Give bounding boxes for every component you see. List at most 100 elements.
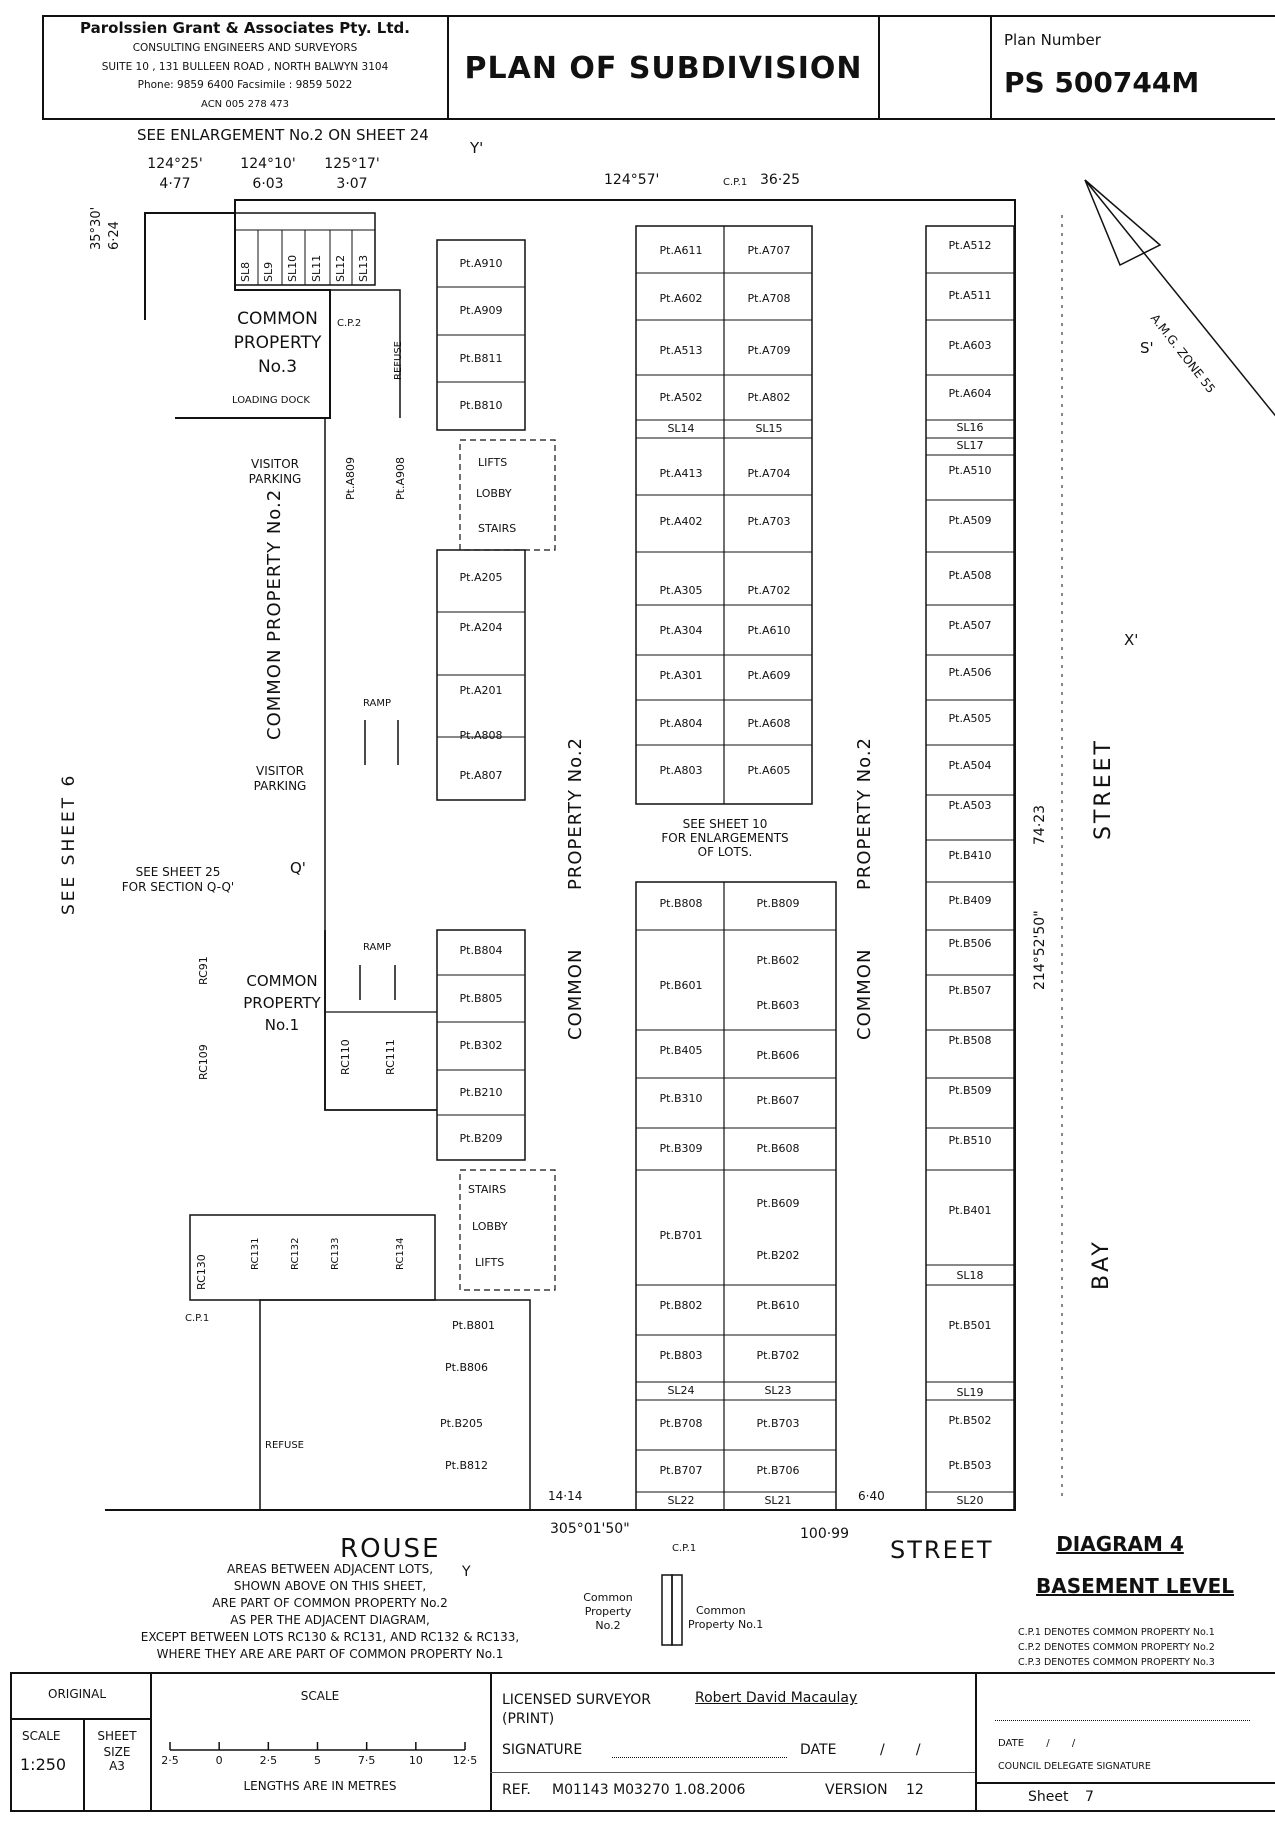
footer-date-label: DATE [800, 1742, 837, 1758]
stairs-1: STAIRS [478, 522, 517, 535]
cp1-small: C.P.1 [185, 1313, 210, 1324]
lot-d-22: SL18 [956, 1269, 984, 1282]
footer-hline-ref [490, 1772, 975, 1773]
inset-right-b: Property No.1 [688, 1618, 764, 1631]
legend-cp2: C.P.2 DENOTES COMMON PROPERTY No.2 [1018, 1642, 1215, 1653]
lot-d-18: Pt.B508 [948, 1034, 992, 1047]
footer-hline [10, 1718, 150, 1720]
lot-a-7: Pt.A808 [459, 729, 503, 742]
cp2-small-1: C.P.2 [337, 318, 362, 329]
lot-sl9: SL9 [262, 261, 275, 282]
stairs-2: STAIRS [468, 1183, 507, 1196]
lot-rc133: RC133 [330, 1237, 341, 1270]
lot-sl10: SL10 [286, 254, 299, 282]
lot-c-l-3: Pt.B310 [659, 1092, 703, 1105]
dim-length-1: 4·77 [159, 176, 191, 192]
lot-a-3: Pt.B810 [459, 399, 503, 412]
lot-d-24: SL19 [956, 1386, 984, 1399]
header-divider-2 [878, 15, 880, 120]
lot-c-l-8: SL24 [667, 1384, 695, 1397]
lot-a-0: Pt.A910 [459, 257, 503, 270]
lot-b-l-8: Pt.A304 [659, 624, 703, 637]
lot-b-r-9: Pt.A609 [747, 669, 791, 682]
lot-a-2: Pt.B811 [459, 352, 503, 365]
sect-y-bottom: Y [462, 1564, 471, 1580]
lot-sl8: SL8 [239, 261, 252, 282]
lot-sl11: SL11 [310, 254, 323, 282]
street-rouse: ROUSE [340, 1534, 441, 1564]
lot-a-11: Pt.B302 [459, 1039, 503, 1052]
lot-d-6: Pt.A510 [948, 464, 992, 477]
footer-sheet-size-b: SIZE [103, 1745, 131, 1759]
lobby-2: LOBBY [472, 1220, 508, 1233]
lifts-2: LIFTS [475, 1256, 505, 1269]
dim-bearing-2: 124°10' [240, 156, 296, 172]
plan-number: PS 500744M [1004, 66, 1200, 99]
lobby-1: LOBBY [476, 487, 512, 500]
lot-c-l-0: Pt.B808 [659, 897, 703, 910]
footer-hline-right [975, 1782, 1275, 1784]
lot-c-r-12: Pt.B706 [756, 1464, 800, 1477]
footer-ref-label: REF. [502, 1782, 531, 1798]
lot-c-r-9: Pt.B702 [756, 1349, 800, 1362]
lot-b-r-4: SL15 [755, 422, 783, 435]
right-length: 74·23 [1032, 804, 1048, 845]
cp3-label-1: COMMON [237, 309, 318, 329]
plan-number-label: Plan Number [1004, 31, 1101, 49]
sect-s: S' [1140, 339, 1154, 357]
firm-line-4: ACN 005 278 473 [201, 99, 289, 110]
footer-scale-label: SCALE [22, 1729, 61, 1743]
header-divider-1 [447, 15, 449, 120]
scale-tick-label: 2·5 [259, 1754, 278, 1767]
lot-c-l-5: Pt.B701 [659, 1229, 703, 1242]
footer-sheet-size: A3 [109, 1759, 125, 1773]
lot-b-l-10: Pt.A804 [659, 717, 703, 730]
firm-line-3: Phone: 9859 6400 Facsimile : 9859 5022 [137, 79, 353, 91]
sect-q: Q' [290, 859, 306, 877]
lot-d-7: Pt.A509 [948, 514, 992, 527]
bottom-right-length: 6·40 [858, 1489, 885, 1503]
council-label: COUNCIL DELEGATE SIGNATURE [998, 1761, 1151, 1772]
scale-tick-label: 12·5 [452, 1754, 478, 1767]
note-areas-3: ARE PART OF COMMON PROPERTY No.2 [212, 1596, 448, 1610]
header-divider-3 [990, 15, 992, 120]
lot-c-r-11: Pt.B703 [756, 1417, 800, 1430]
cp1-label-1: COMMON [246, 972, 318, 990]
ramp-1: RAMP [363, 698, 392, 709]
lot-d-5: SL17 [956, 439, 984, 452]
footer-div-2 [490, 1672, 492, 1812]
visitor-parking-2a: VISITOR [255, 764, 305, 778]
cp2-vertical-right-a: COMMON [854, 948, 875, 1040]
lot-pt-b205: Pt.B205 [440, 1417, 483, 1430]
council-date: DATE / / [998, 1738, 1076, 1749]
footer-signature-line [612, 1757, 787, 1758]
left-bearing: 35°30' [89, 206, 104, 250]
lot-b-l-0: Pt.A611 [659, 244, 703, 257]
lot-b-r-5: Pt.A704 [747, 467, 791, 480]
lot-pt-a809: Pt.A809 [344, 457, 357, 500]
lifts-1: LIFTS [478, 456, 508, 469]
lot-d-13: Pt.A503 [948, 799, 992, 812]
footer-sheet-no: 7 [1085, 1789, 1094, 1805]
cp1-label-3: No.1 [264, 1016, 300, 1034]
scale-tick-label: 2·5 [161, 1754, 179, 1767]
lot-pt-b812: Pt.B812 [445, 1459, 488, 1472]
lot-b-l-4: SL14 [667, 422, 695, 435]
scale-tick-label: 0 [215, 1754, 223, 1767]
lot-d-8: Pt.A508 [948, 569, 992, 582]
see-sheet-10-b: FOR ENLARGEMENTS [661, 831, 789, 845]
lot-d-26: Pt.B503 [948, 1459, 992, 1472]
bottom-cp: C.P.1 [672, 1543, 697, 1554]
inset-left-b: Property [584, 1605, 632, 1618]
cp2-vertical-mid-a: COMMON [565, 948, 586, 1040]
dim-bearing-3: 125°17' [324, 156, 380, 172]
lot-d-15: Pt.B409 [948, 894, 992, 907]
lot-d-12: Pt.A504 [948, 759, 992, 772]
footer-block [10, 1672, 1275, 1812]
lot-b-l-2: Pt.A513 [659, 344, 703, 357]
note-areas-4: AS PER THE ADJACENT DIAGRAM, [230, 1613, 430, 1627]
lot-a-5: Pt.A204 [459, 621, 503, 634]
lot-rc134: RC134 [395, 1237, 406, 1270]
lot-d-3: Pt.A604 [948, 387, 992, 400]
